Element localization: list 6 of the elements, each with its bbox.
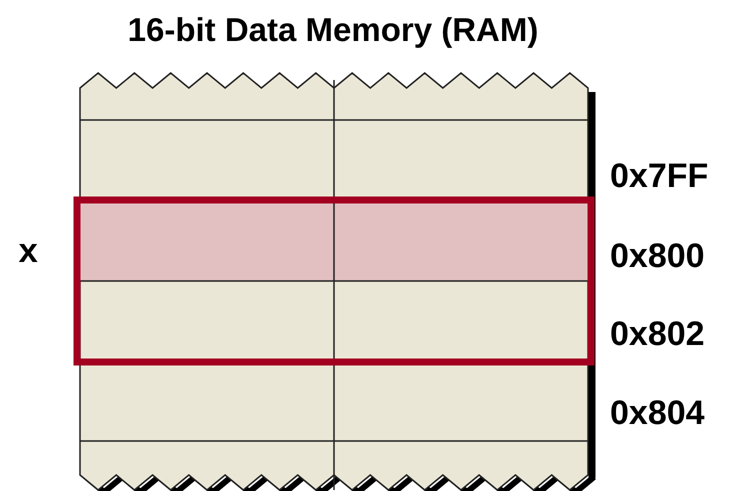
address-label: 0x804 xyxy=(610,396,705,430)
address-label: 0x802 xyxy=(610,317,705,351)
diagram-title: 16-bit Data Memory (RAM) xyxy=(126,12,540,48)
address-label: 0x7FF xyxy=(610,159,708,193)
variable-name: x xyxy=(18,237,38,271)
address-label: 0x800 xyxy=(610,239,705,273)
